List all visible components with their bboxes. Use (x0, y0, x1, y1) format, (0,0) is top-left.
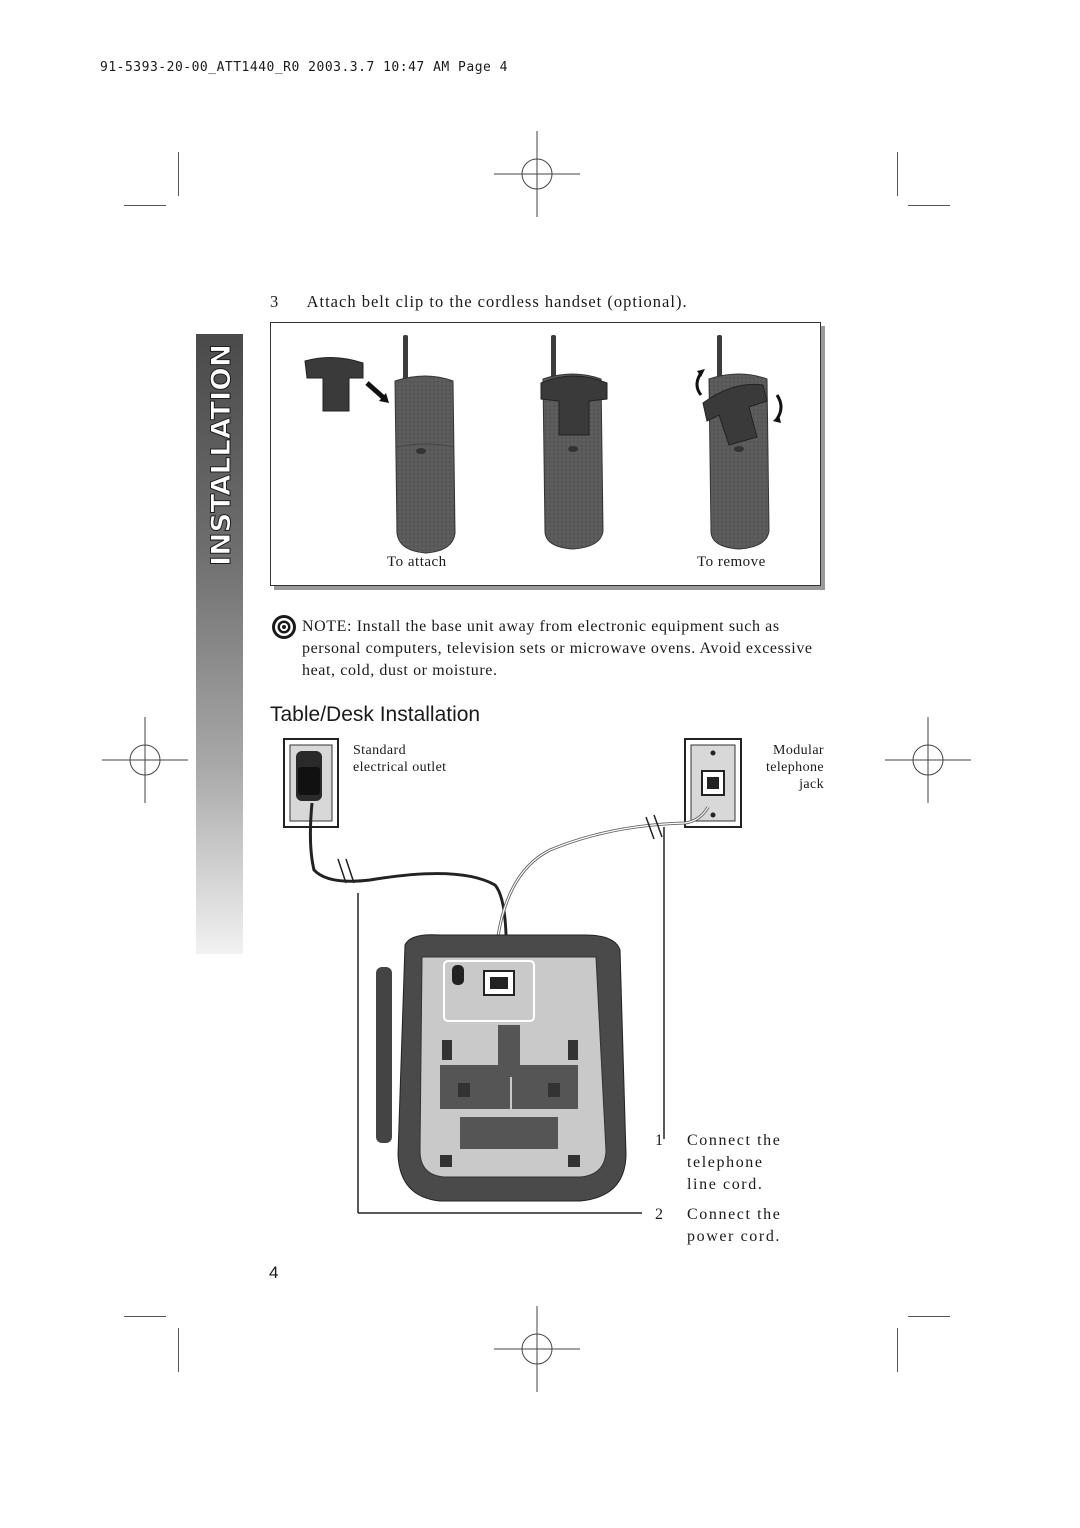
step-1-number: 1 (655, 1132, 665, 1149)
outlet-label-line-2: electrical outlet (353, 760, 447, 775)
installation-diagram (283, 738, 742, 1214)
caption-to-remove: To remove (697, 554, 766, 570)
svg-text:INSTALLATION: INSTALLATION (206, 344, 237, 566)
page-number: 4 (269, 1263, 279, 1282)
belt-clip-part (304, 357, 389, 412)
base-unit (376, 934, 627, 1202)
step-1-text: Connect the telephone line cord. (687, 1132, 782, 1193)
belt-clip-illustration (304, 335, 783, 554)
step-2-number: 2 (655, 1206, 665, 1223)
telephone-jack (684, 738, 742, 828)
handset-remove (695, 335, 783, 550)
handset-with-clip (540, 335, 608, 550)
registration-mark-right (885, 717, 971, 803)
target-icon (272, 615, 296, 639)
step-text: Attach belt clip to the cordless handset… (306, 292, 688, 311)
section-tab-label: INSTALLATION (206, 344, 238, 567)
jack-label-line-1: Modular (772, 743, 824, 758)
step-2-text: Connect the power cord. (687, 1206, 782, 1245)
belt-clip-step: 3 Attach belt clip to the cordless hands… (270, 292, 688, 312)
registration-mark-top (494, 131, 580, 217)
note-text: NOTE: Install the base unit away from el… (302, 618, 813, 679)
registration-mark-bottom (494, 1306, 580, 1392)
step-number: 3 (270, 292, 280, 311)
registration-mark-left (102, 717, 188, 803)
jack-label-line-2: telephone (765, 760, 824, 775)
section-title: Table/Desk Installation (270, 703, 481, 726)
jack-label-line-3: jack (799, 777, 824, 792)
caption-to-attach: To attach (387, 554, 447, 570)
outlet-label-line-1: Standard (353, 743, 406, 758)
handset-attach (394, 335, 456, 554)
section-tab: INSTALLATION (196, 334, 243, 954)
print-slug: 91-5393-20-00_ATT1440_R0 2003.3.7 10:47 … (100, 60, 509, 75)
belt-clip-figure: To attach To remove (270, 322, 821, 586)
